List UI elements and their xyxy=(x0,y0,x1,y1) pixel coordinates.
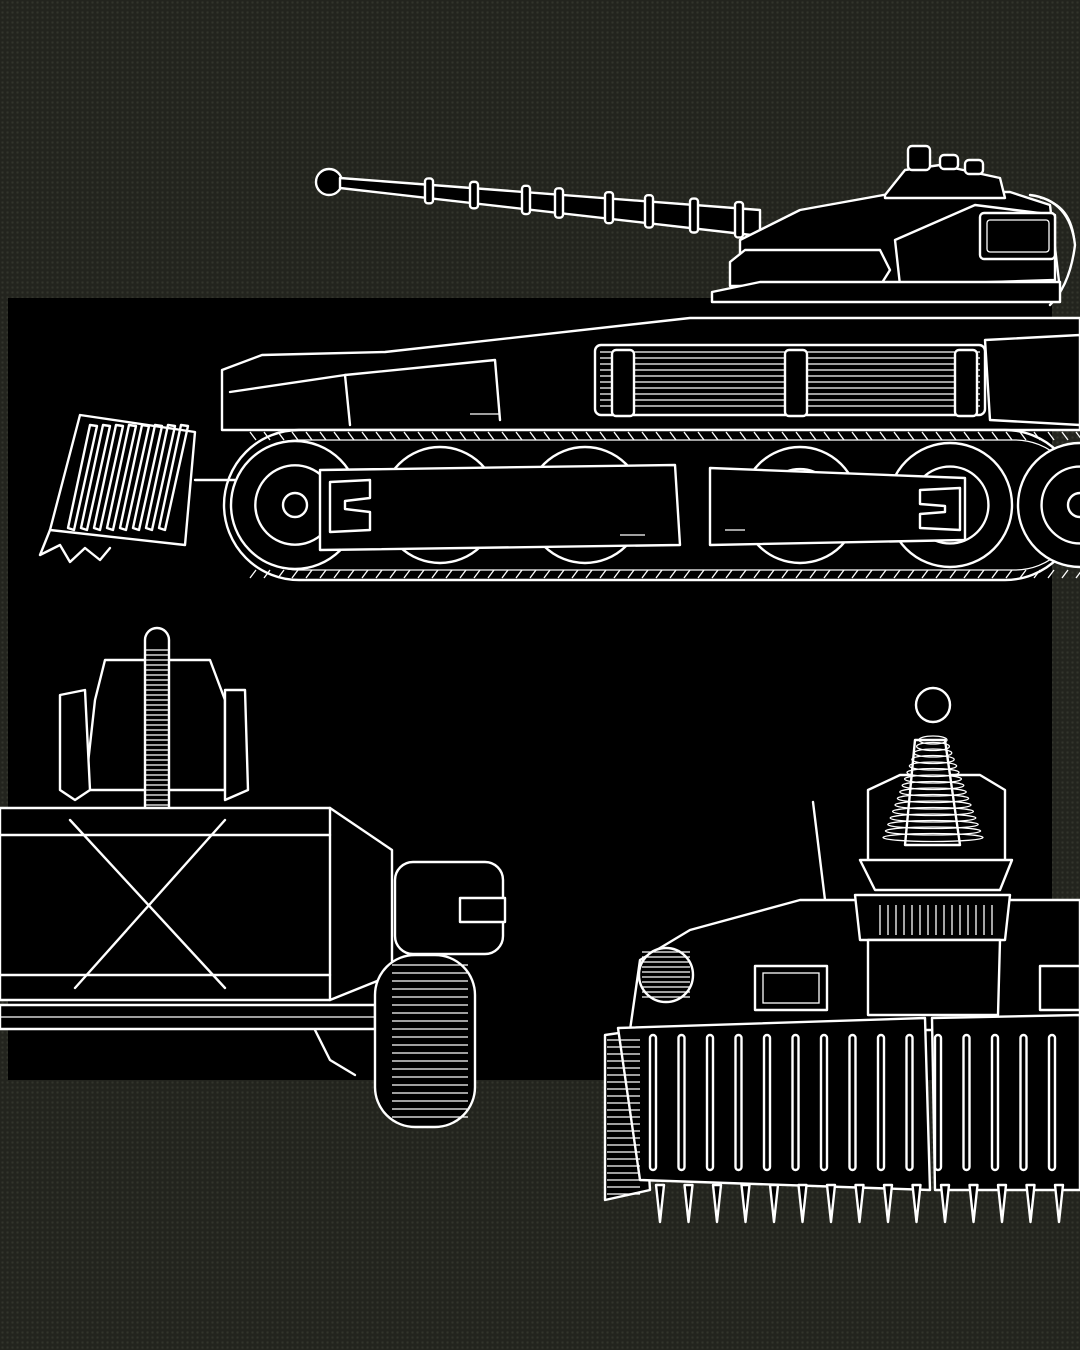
tank-side-barrel xyxy=(314,167,762,239)
tank-side-tracks xyxy=(222,428,1080,582)
tank-side-rake xyxy=(38,413,237,564)
tank-side-hull xyxy=(220,316,1080,432)
tank-side-turret xyxy=(710,144,1077,307)
tank-front-plow xyxy=(603,1013,1080,1224)
tank-front-hull xyxy=(628,893,1080,1032)
tank-rear-hull xyxy=(0,806,507,1129)
tank-front-view xyxy=(603,686,1080,1224)
tank-front-turret xyxy=(811,686,1014,902)
tank-side-view xyxy=(38,144,1080,582)
tank-rear-view xyxy=(0,626,507,1129)
tank-rear-turret xyxy=(58,626,250,842)
